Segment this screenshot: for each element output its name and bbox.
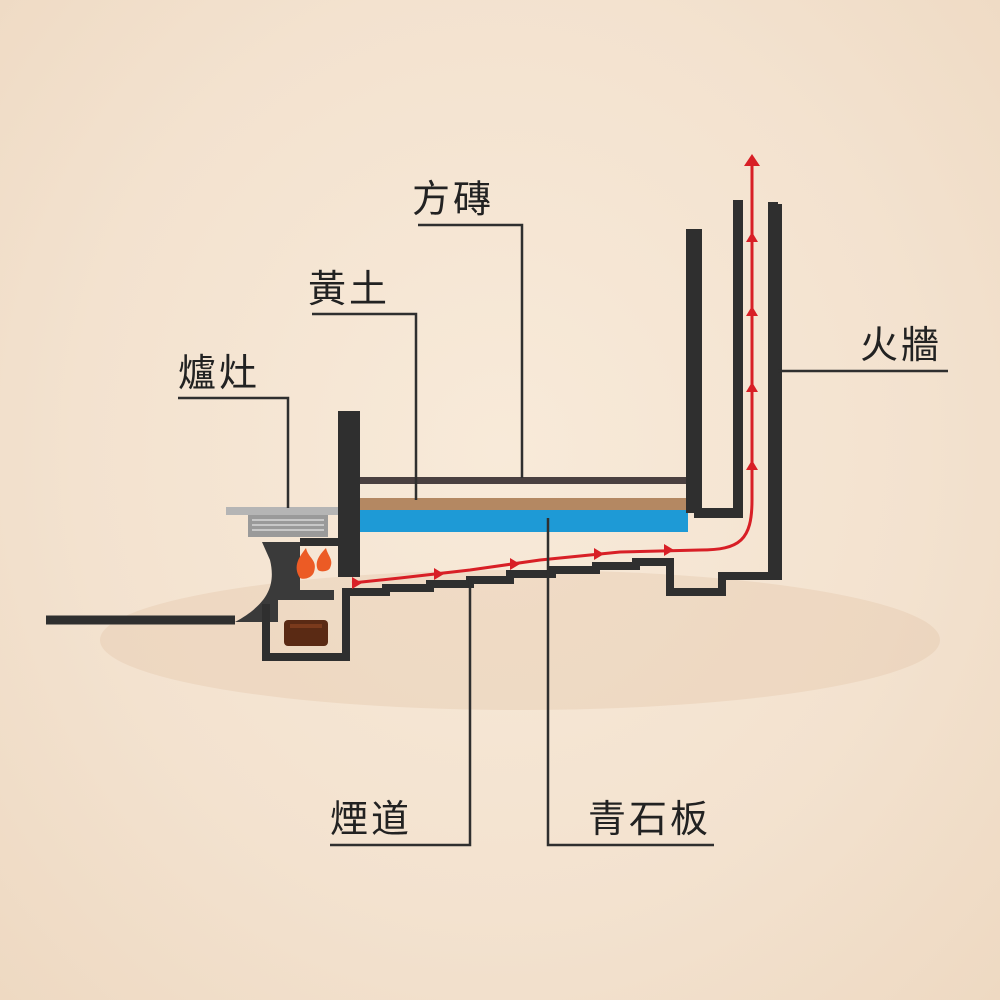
label-square-brick: 方磚 [412,177,495,221]
flame-icon-small [316,548,332,572]
pot-rim [226,507,344,515]
arrow-head [664,544,674,556]
arrow-head [434,568,444,580]
arrow-head [746,306,758,316]
flame-icon [296,548,315,579]
arrow-head [746,382,758,392]
leader-line-brick [418,223,524,478]
leader-line-flue [330,580,472,847]
arrow-head [746,460,758,470]
square-brick-layer [360,477,688,484]
label-stove: 爐灶 [178,351,261,395]
fire-wall-outer [768,202,778,580]
label-flue: 煙道 [330,797,413,841]
pot-grid [252,519,324,531]
left-wall [338,411,360,577]
arrow-head [746,232,758,242]
stove-body [235,542,334,622]
arrow-head [594,548,604,560]
flue-floor [342,204,782,600]
fire-wall-middle [694,200,743,518]
arrow-head [510,558,520,570]
leader-line-bluestone [546,518,714,847]
ash-pit-wall [262,600,350,661]
fire-wall-inner [686,229,702,513]
floor-shadow [100,570,940,710]
bluestone-layer [360,510,688,532]
leader-line-loess [312,312,418,500]
ember-icon [284,620,328,646]
ember-highlight [290,624,322,628]
smoke-flow-path [351,162,754,585]
leader-line-stove [178,396,290,508]
label-loess: 黃土 [308,267,391,311]
arrow-head [352,577,362,589]
loess-layer [360,498,688,510]
flow-arrowheads [352,154,760,589]
label-fire-wall: 火牆 [860,323,943,367]
label-bluestone: 青石板 [588,797,712,841]
arrow-head [744,154,760,166]
